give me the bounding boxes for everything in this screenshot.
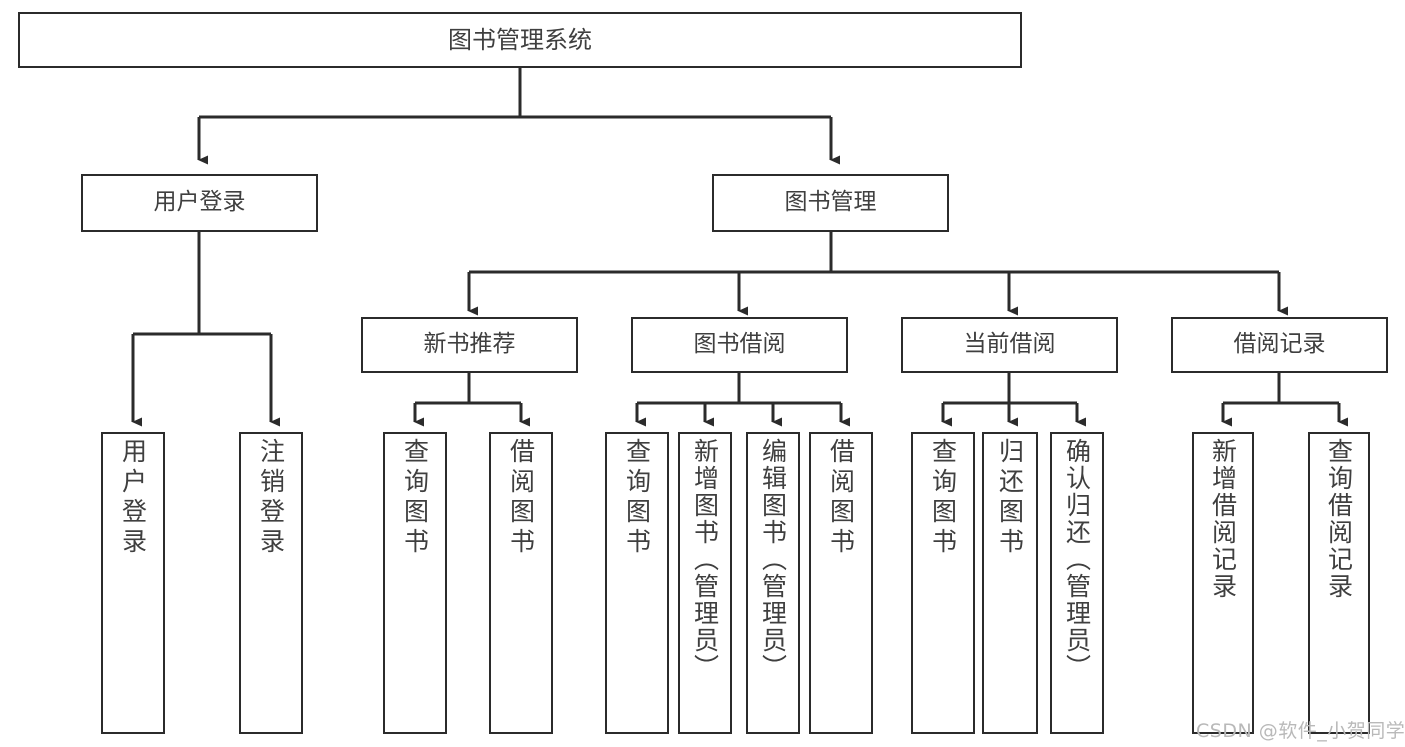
node-label: 图书管理系统 [448, 25, 592, 54]
leaf-user-login-logout[interactable]: 注销登录 [239, 432, 303, 734]
leaf-book-borrow-add-book-admin[interactable]: 新增图书（管理员） [678, 432, 732, 734]
node-current-borrow[interactable]: 当前借阅 [901, 317, 1118, 373]
node-label: 查询图书 [622, 438, 652, 558]
leaf-current-borrow-query-book[interactable]: 查询图书 [911, 432, 975, 734]
node-label: 新增借阅记录 [1208, 438, 1238, 600]
leaf-current-borrow-return-book[interactable]: 归还图书 [982, 432, 1038, 734]
node-book-management[interactable]: 图书管理 [712, 174, 949, 232]
leaf-book-borrow-edit-book-admin[interactable]: 编辑图书（管理员） [746, 432, 800, 734]
watermark-text: CSDN @软件_小贺同学 [1196, 720, 1405, 742]
node-label: 图书借阅 [693, 331, 786, 358]
node-label: 编辑图书（管理员） [758, 438, 788, 681]
node-book-borrow[interactable]: 图书借阅 [631, 317, 848, 373]
node-new-book-recommend[interactable]: 新书推荐 [361, 317, 578, 373]
node-label: 查询图书 [400, 438, 430, 558]
csdn-watermark: CSDN @软件_小贺同学 [1196, 716, 1405, 743]
node-label: 用户登录 [118, 438, 148, 558]
leaf-new-book-borrow-book[interactable]: 借阅图书 [489, 432, 553, 734]
node-label: 借阅记录 [1233, 331, 1326, 358]
node-label: 当前借阅 [963, 331, 1056, 358]
node-label: 新书推荐 [423, 331, 516, 358]
node-label: 归还图书 [995, 438, 1025, 558]
node-label: 查询借阅记录 [1324, 438, 1354, 600]
leaf-user-login-login[interactable]: 用户登录 [101, 432, 165, 734]
node-label: 新增图书（管理员） [690, 438, 720, 681]
node-root-system[interactable]: 图书管理系统 [18, 12, 1022, 68]
node-label: 确认归还（管理员） [1062, 438, 1092, 681]
leaf-new-book-query-book[interactable]: 查询图书 [383, 432, 447, 734]
leaf-borrow-record-query-record[interactable]: 查询借阅记录 [1308, 432, 1370, 734]
node-label: 用户登录 [153, 189, 246, 216]
node-label: 借阅图书 [506, 438, 536, 558]
node-borrow-record[interactable]: 借阅记录 [1171, 317, 1388, 373]
leaf-book-borrow-borrow-book[interactable]: 借阅图书 [809, 432, 873, 734]
leaf-borrow-record-add-record[interactable]: 新增借阅记录 [1192, 432, 1254, 734]
node-label: 查询图书 [928, 438, 958, 558]
node-user-login[interactable]: 用户登录 [81, 174, 318, 232]
node-label: 注销登录 [256, 438, 286, 558]
leaf-book-borrow-query-book[interactable]: 查询图书 [605, 432, 669, 734]
leaf-current-borrow-confirm-return-admin[interactable]: 确认归还（管理员） [1050, 432, 1104, 734]
node-label: 图书管理 [784, 189, 877, 216]
node-label: 借阅图书 [826, 438, 856, 558]
